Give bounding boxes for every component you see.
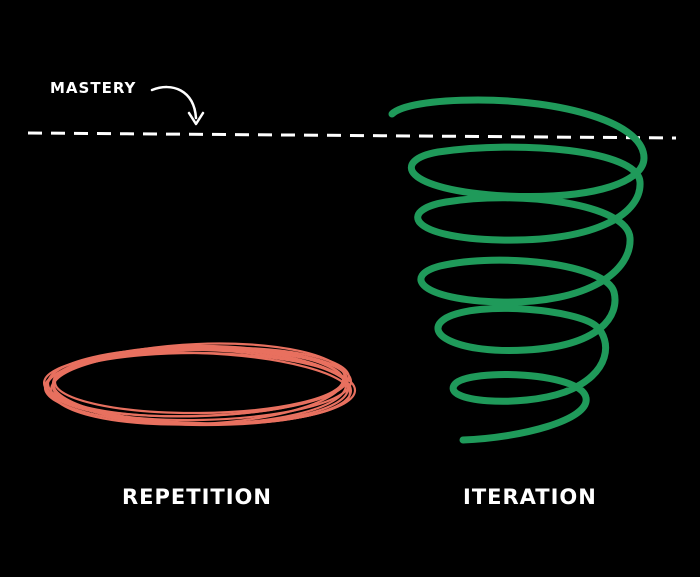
repetition-loops bbox=[42, 342, 357, 427]
iteration-label: ITERATION bbox=[463, 485, 597, 509]
mastery-dashed-line bbox=[27, 131, 677, 140]
mastery-arrow bbox=[150, 85, 198, 120]
repetition-loop bbox=[50, 342, 346, 426]
mastery-label: MASTERY bbox=[50, 79, 137, 97]
iteration-spiral bbox=[388, 96, 648, 444]
repetition-label: REPETITION bbox=[122, 485, 272, 509]
mastery-arrowhead bbox=[187, 111, 205, 126]
